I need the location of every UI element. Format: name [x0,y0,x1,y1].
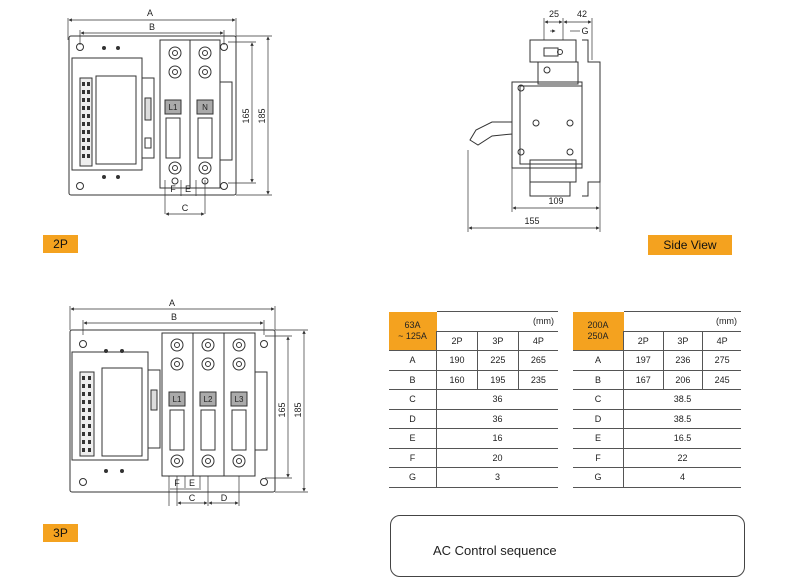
dim-g: G [581,26,588,36]
column-header: 3P [476,331,519,351]
dim-c-2p: C [182,203,189,213]
dim-a-3p: A [169,298,175,308]
dim-e-3p: E [189,478,195,488]
terminal-label: L1 [169,103,178,112]
column-header: 4P [517,331,558,351]
badge-side-view: Side View [648,235,732,255]
labels-2p: A B 165 185 F E C L1 N [147,8,267,213]
drawing-2p [67,18,272,216]
panel-title: AC Control sequence [433,543,557,558]
dim-165-3p: 165 [277,402,287,417]
terminal-label: L2 [204,395,213,404]
dim-b-3p: B [171,312,177,322]
dim-f-2p: F [170,184,176,194]
drawing-3p [69,306,308,506]
labels-side: 25 42 G 109 155 [524,9,588,226]
table-unit: (mm) [623,311,741,332]
dim-155: 155 [524,216,539,226]
terminal-label: N [202,103,208,112]
column-header: 4P [702,331,741,351]
dim-e-2p: E [185,184,191,194]
dim-185-3p: 185 [293,402,303,417]
ac-control-sequence-panel: AC Control sequence [390,515,745,577]
dim-c-3p: C [189,493,196,503]
dim-a-2p: A [147,8,153,18]
terminal-label: L1 [173,395,182,404]
dim-185-2p: 185 [257,108,267,123]
dim-d-3p: D [221,493,228,503]
dim-109: 109 [548,196,563,206]
dim-165-2p: 165 [241,108,251,123]
dim-25: 25 [549,9,559,19]
terminal-label: L3 [235,395,244,404]
table-rating-header: 63A~ 125A [389,311,437,351]
dim-b-2p: B [149,22,155,32]
badge-2p: 2P [43,235,78,253]
column-header: 2P [623,331,664,351]
labels-3p: A B 165 185 F E C D L1 L2 L3 [169,298,303,503]
dimension-drawings: A B 165 185 F E C L1 N [67,8,601,506]
column-header: 3P [662,331,703,351]
dim-f-3p: F [174,478,180,488]
badge-3p: 3P [43,524,78,542]
column-header: 2P [436,331,478,351]
table-unit: (mm) [436,311,558,332]
drawing-side-view [467,18,601,232]
dim-42: 42 [577,9,587,19]
